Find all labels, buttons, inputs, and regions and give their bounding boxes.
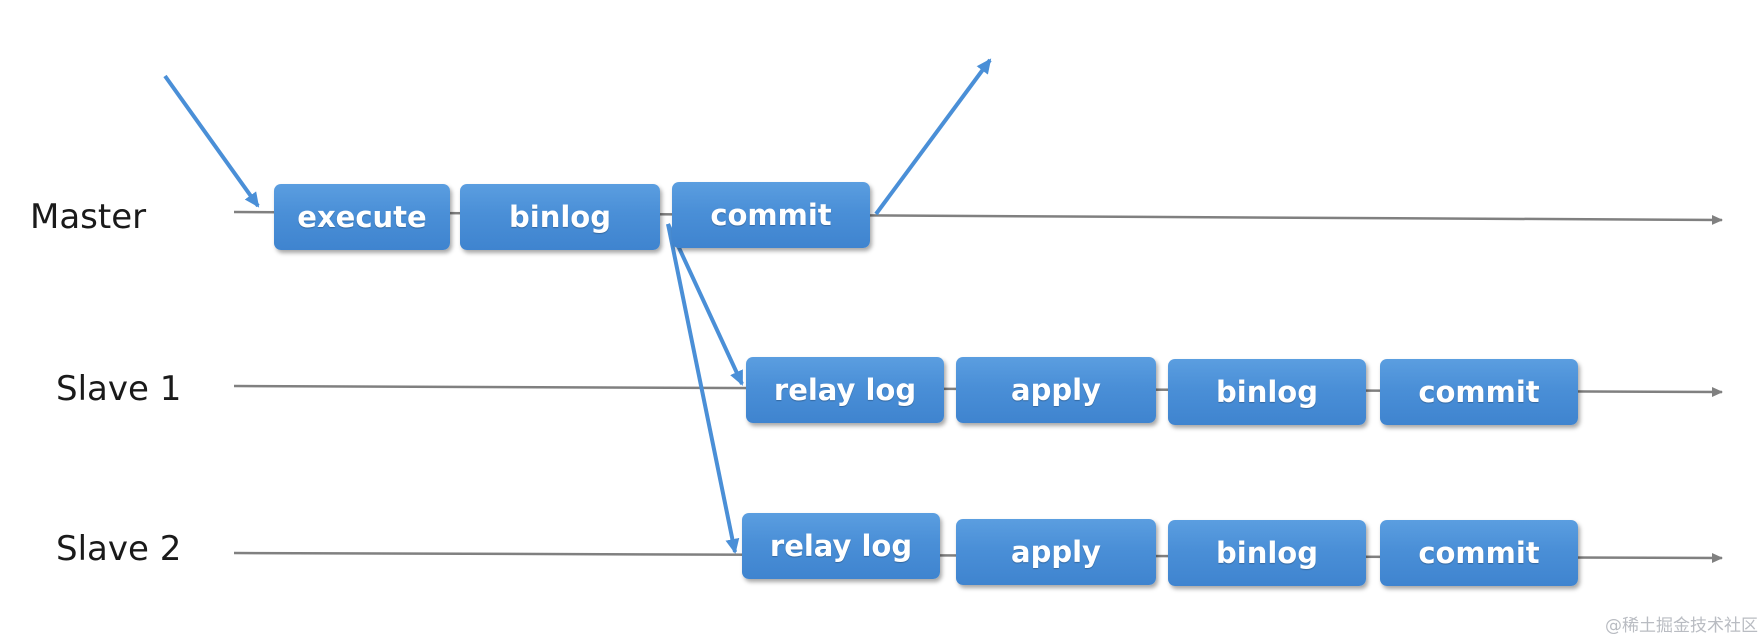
master-execute-step: execute [274, 184, 450, 250]
slave1-commit-step: commit [1380, 359, 1578, 425]
slave1-apply-step: apply [956, 357, 1156, 423]
slave2-apply-step: apply [956, 519, 1156, 585]
slave2-binlog-step: binlog [1168, 520, 1366, 586]
slave1-label: Slave 1 [56, 369, 182, 409]
master-binlog-step: binlog [460, 184, 660, 250]
slave2-commit-step: commit [1380, 520, 1578, 586]
watermark: @稀土掘金技术社区 [1605, 616, 1758, 636]
slave1-relay-log-step: relay log [746, 357, 944, 423]
master-timeline [233, 210, 1723, 225]
master-commit-step: commit [672, 182, 870, 248]
master-label: Master [30, 197, 147, 237]
slave1-binlog-step: binlog [1168, 359, 1366, 425]
slave2-relay-log-step: relay log [742, 513, 940, 579]
replication-arrow-slave2 [666, 223, 740, 554]
response-arrow [874, 58, 992, 216]
incoming-request-arrow [163, 74, 260, 208]
slave2-label: Slave 2 [56, 529, 182, 569]
replication-arrow-slave1 [666, 223, 744, 386]
